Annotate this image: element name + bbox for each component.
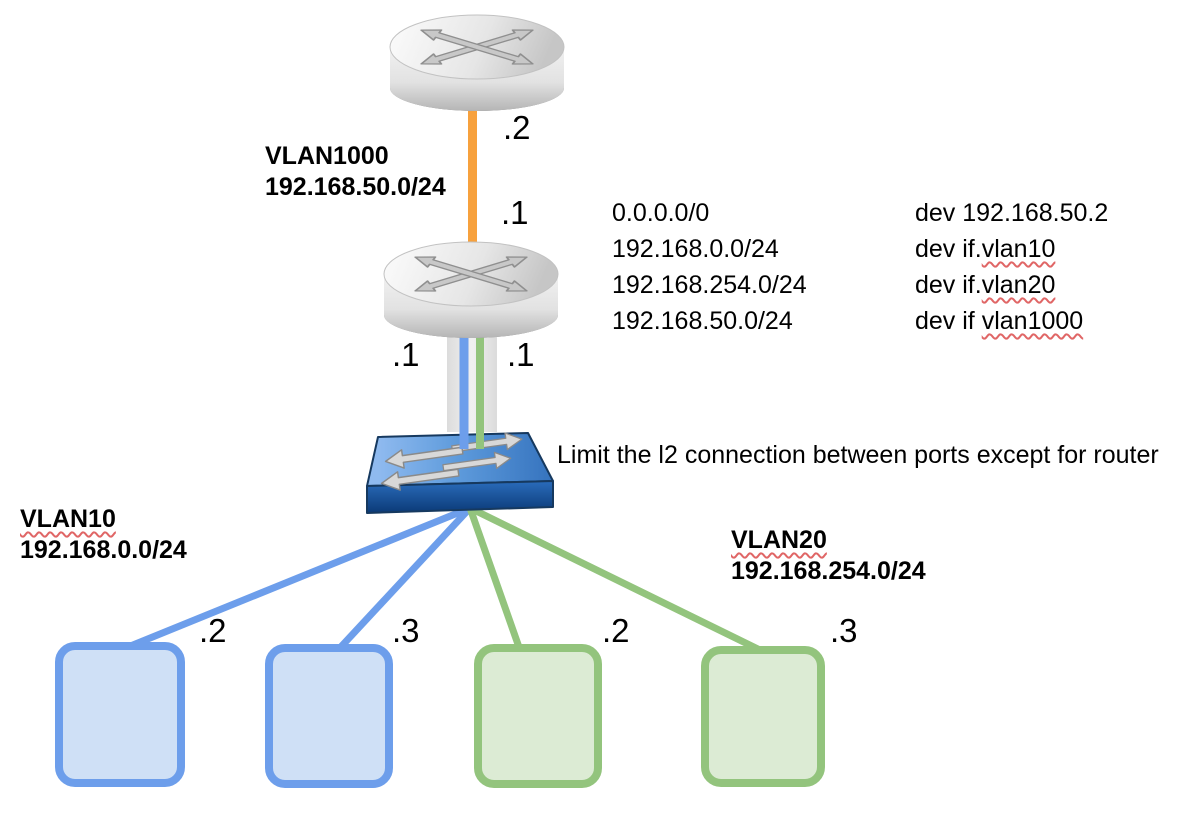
vlan1000-name: VLAN1000 — [265, 142, 389, 170]
vlan20-subnet: 192.168.254.0/24 — [731, 557, 926, 585]
host-vlan20-a — [474, 644, 602, 788]
vlan10-subnet: 192.168.0.0/24 — [20, 536, 187, 564]
routing-table-row: 192.168.0.0/24 dev if.vlan10 — [612, 231, 1108, 267]
route-device: dev if.vlan20 — [915, 271, 1056, 299]
host-vlan10-a — [55, 642, 185, 787]
route-device: dev 192.168.50.2 — [915, 199, 1109, 227]
routing-table-row: 192.168.50.0/24 dev if vlan1000 — [612, 303, 1108, 339]
route-device: dev if.vlan10 — [915, 235, 1056, 263]
routing-table-row: 0.0.0.0/0 dev 192.168.50.2 — [612, 195, 1108, 231]
upstream-router-ip-label: .2 — [503, 109, 531, 146]
route-destination: 192.168.254.0/24 — [612, 271, 807, 299]
vlan10-label: VLAN10 192.168.0.0/24 — [20, 504, 187, 566]
host-vlan10-b-ip-label: .3 — [392, 612, 420, 649]
route-destination: 0.0.0.0/0 — [612, 199, 710, 227]
main-router-icon — [383, 241, 559, 339]
vlan10-name: VLAN10 — [20, 505, 116, 533]
host-vlan20-b-ip-label: .3 — [830, 612, 858, 649]
route-device: dev if vlan1000 — [915, 307, 1084, 335]
host-vlan10-b-link — [335, 505, 473, 653]
router-vlan1000-ip-label: .1 — [501, 194, 529, 231]
vlan1000-label: VLAN1000 192.168.50.0/24 — [265, 141, 446, 203]
routing-table: 0.0.0.0/0 dev 192.168.50.2 192.168.0.0/2… — [612, 195, 1108, 339]
vlan20-label: VLAN20 192.168.254.0/24 — [731, 525, 926, 587]
host-vlan20-a-ip-label: .2 — [602, 612, 630, 649]
router-vlan20-ip-label: .1 — [507, 336, 535, 373]
host-vlan10-b — [265, 644, 393, 788]
router-vlan10-ip-label: .1 — [392, 336, 420, 373]
host-vlan10-a-ip-label: .2 — [199, 612, 227, 649]
routing-table-row: 192.168.254.0/24 dev if.vlan20 — [612, 267, 1108, 303]
upstream-router-icon — [389, 14, 565, 112]
vlan20-name: VLAN20 — [731, 526, 827, 554]
host-vlan10-a-link — [126, 504, 472, 651]
route-destination: 192.168.0.0/24 — [612, 235, 779, 263]
switch-icon — [366, 430, 554, 514]
host-vlan20-b — [701, 646, 825, 787]
vlan1000-subnet: 192.168.50.0/24 — [265, 173, 446, 201]
route-destination: 192.168.50.0/24 — [612, 307, 793, 335]
l2-annotation: Limit the l2 connection between ports ex… — [557, 441, 1159, 469]
host-vlan20-b-link — [468, 504, 766, 656]
host-vlan20-a-link — [466, 506, 524, 652]
